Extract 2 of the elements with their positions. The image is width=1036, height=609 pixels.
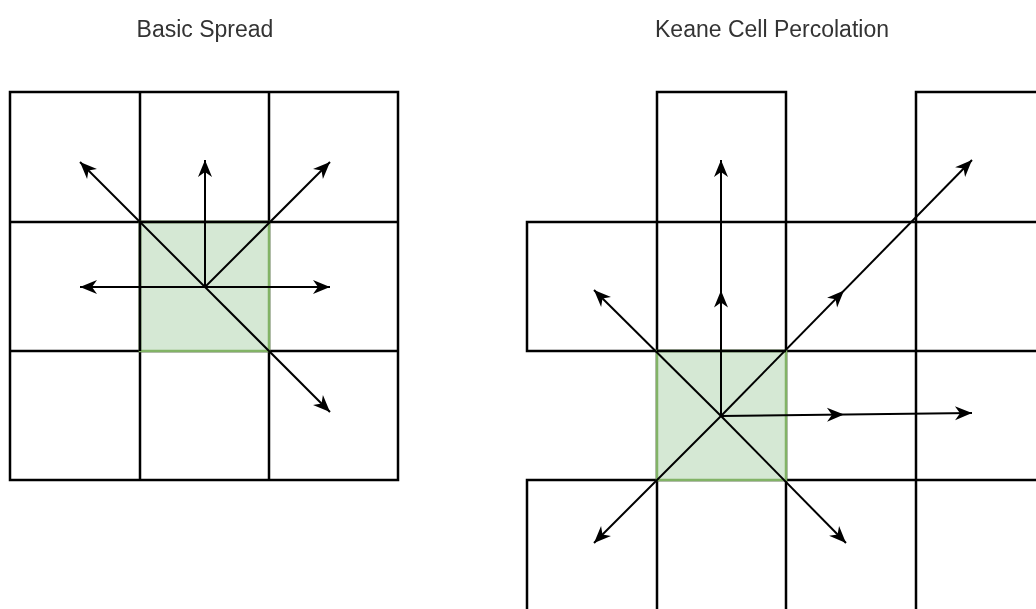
title: Keane Cell Percolation: [654, 15, 890, 44]
title: Basic Spread: [135, 15, 275, 44]
